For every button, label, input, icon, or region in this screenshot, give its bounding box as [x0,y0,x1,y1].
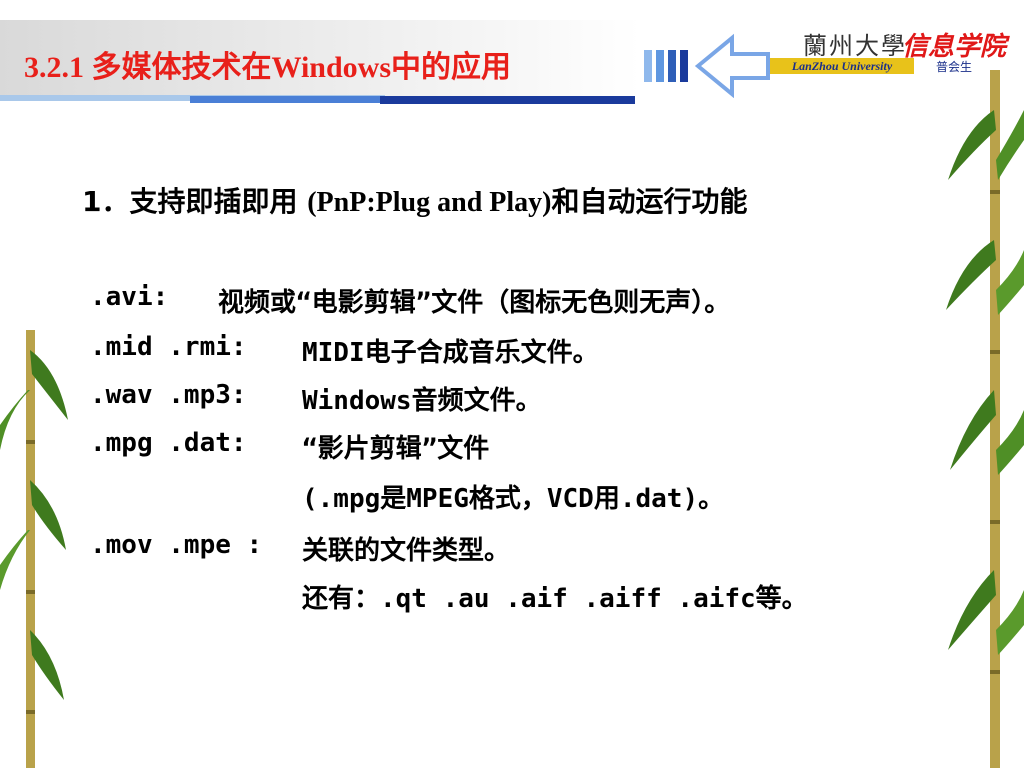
slide-title: 3.2.1 多媒体技术在Windows中的应用 [24,51,512,84]
author-name: 普会生 [936,60,973,74]
list-item: .avi: 视频或“电影剪辑”文件（图标无色则无声）。 [90,282,730,318]
university-logo-english: LanZhou University [770,58,914,74]
list-item-continuation: 还有：.qt .au .aif .aiff .aifc等。 [302,584,808,614]
list-item: .mid .rmi: MIDI电子合成音乐文件。 [90,332,599,368]
file-description: MIDI电子合成音乐文件。 [302,338,599,368]
file-description: “影片剪辑”文件 [302,434,490,464]
header-band [0,20,640,98]
section-heading: 1．支持即插即用 (PnP:Plug and Play)和自动运行功能 [82,180,747,220]
bamboo-right-decoration-icon [946,70,1024,768]
file-description: 视频或“电影剪辑”文件（图标无色则无声）。 [218,288,731,318]
heading-text: 1．支持即插即用 [82,185,308,218]
file-extension: .mpg .dat: [90,428,247,458]
bamboo-left-decoration-icon [0,330,68,768]
file-extension: .wav .mp3: [90,380,247,410]
list-item: .mov .mpe : 关联的文件类型。 [90,530,510,566]
file-extension: .mid .rmi: [90,332,247,362]
heading-tail: 和自动运行功能 [551,185,748,218]
arrow-decoration-icon [644,33,770,98]
school-logo: 信息学院 [902,32,1007,62]
file-extension: .mov .mpe : [90,530,263,560]
file-description: 关联的文件类型。 [302,536,511,566]
title-underline-mid [190,96,380,103]
heading-pnp: (PnP:Plug and Play) [307,187,552,218]
file-extension: .avi: [90,282,169,312]
list-item: .mpg .dat: “影片剪辑”文件 [90,428,489,464]
university-logo-chinese: 蘭州大學 [803,32,907,60]
list-item: .wav .mp3: Windows音频文件。 [90,380,542,416]
list-item-continuation: (.mpg是MPEG格式，VCD用.dat)。 [302,484,725,514]
file-description: Windows音频文件。 [302,386,542,416]
title-underline-dark [380,96,635,104]
